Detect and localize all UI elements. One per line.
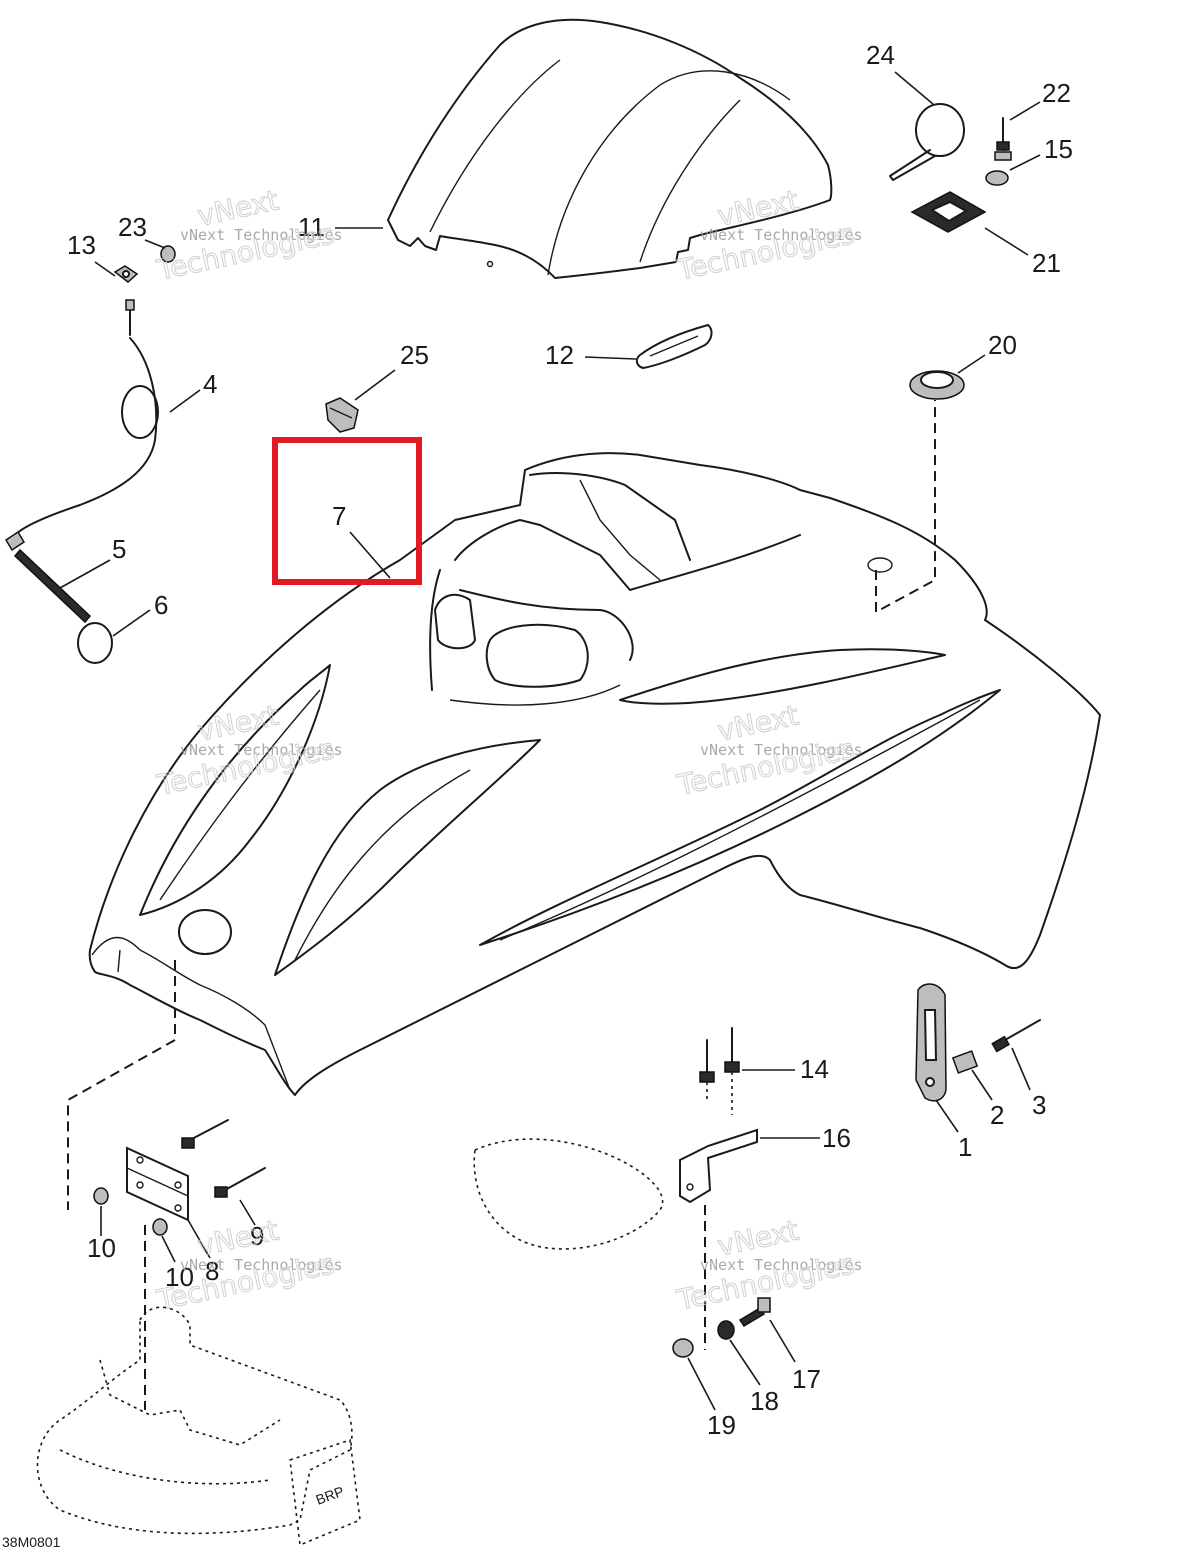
callout-21: 21 (1032, 248, 1061, 278)
figure-code: 38M0801 (2, 1534, 61, 1550)
callout-19: 19 (707, 1410, 736, 1440)
callout-12: 12 (545, 340, 574, 370)
callout-4: 4 (203, 369, 217, 399)
svg-text:BRP: BRP (314, 1483, 347, 1508)
assembly-line-hinge (67, 960, 176, 1210)
highlight-box-callout-7[interactable] (272, 437, 422, 585)
callout-23: 23 (118, 212, 147, 242)
callout-14: 14 (800, 1054, 829, 1084)
bolt-17-part (738, 1297, 771, 1328)
callout-15: 15 (1044, 134, 1073, 164)
callout-13: 13 (67, 230, 96, 260)
loop-6-part (77, 622, 113, 664)
callout-10b: 10 (165, 1262, 194, 1292)
callout-16: 16 (822, 1123, 851, 1153)
clip-13-part (113, 265, 139, 283)
callout-3: 3 (1032, 1090, 1046, 1120)
rivet-3-part (991, 1019, 1041, 1053)
nut-10b-part (152, 1218, 168, 1236)
callout-5: 5 (112, 534, 126, 564)
callout-24: 24 (866, 40, 895, 70)
callout-2: 2 (990, 1100, 1004, 1130)
nut-23-part (160, 245, 176, 263)
callout-8: 8 (205, 1256, 219, 1286)
callout-7: 7 (332, 501, 346, 531)
watermark-text: vNext Technologies (700, 1256, 863, 1274)
washer-18-part (717, 1320, 735, 1340)
watermark-text: vNext Technologies (180, 1256, 343, 1274)
windshield-part (387, 18, 833, 279)
clip-25-part (325, 397, 359, 433)
watermark-text: vNext Technologies (180, 741, 343, 759)
watermark-text: vNext Technologies (180, 226, 343, 244)
callout-numbers: 24 22 15 21 11 23 13 4 5 6 25 12 20 7 1 … (67, 40, 1073, 1440)
washer-15-part (985, 170, 1009, 186)
callout-1: 1 (958, 1132, 972, 1162)
bumper-pad-1-part (915, 983, 947, 1102)
spacer-2-part (951, 1050, 979, 1074)
nut-10a-part (93, 1187, 109, 1205)
rivets-14-part (699, 1027, 740, 1115)
cable-tie-part (889, 103, 965, 181)
callout-10a: 10 (87, 1233, 116, 1263)
reference-outline (473, 1138, 664, 1250)
grommet-20-part (909, 370, 965, 400)
callout-11: 11 (298, 212, 325, 242)
callout-22: 22 (1042, 78, 1071, 108)
nut-19-part (672, 1338, 694, 1358)
watermark-text: vNext Technologies (700, 741, 863, 759)
callout-6: 6 (154, 590, 168, 620)
rod-5-part (13, 548, 92, 624)
callout-17: 17 (792, 1364, 821, 1394)
watermarks: vNext Technologies vNext Technologies vN… (153, 183, 863, 1317)
strap-12-part (635, 323, 713, 370)
hood-part (88, 400, 1101, 1096)
callout-18: 18 (750, 1386, 779, 1416)
rivet-22-part (994, 117, 1012, 161)
tether-cord-4-part (4, 299, 159, 552)
hinge-8-part (126, 1146, 189, 1222)
bolts-9-part (181, 1119, 266, 1198)
callout-9: 9 (250, 1221, 264, 1251)
mount-base-21-part (910, 191, 987, 233)
front-bumper-reference: BRP (36, 1306, 361, 1547)
callout-20: 20 (988, 330, 1017, 360)
bracket-16-part (679, 1128, 758, 1204)
callout-25: 25 (400, 340, 429, 370)
watermark-text: vNext Technologies (700, 226, 863, 244)
leader-lines (59, 71, 1041, 1411)
